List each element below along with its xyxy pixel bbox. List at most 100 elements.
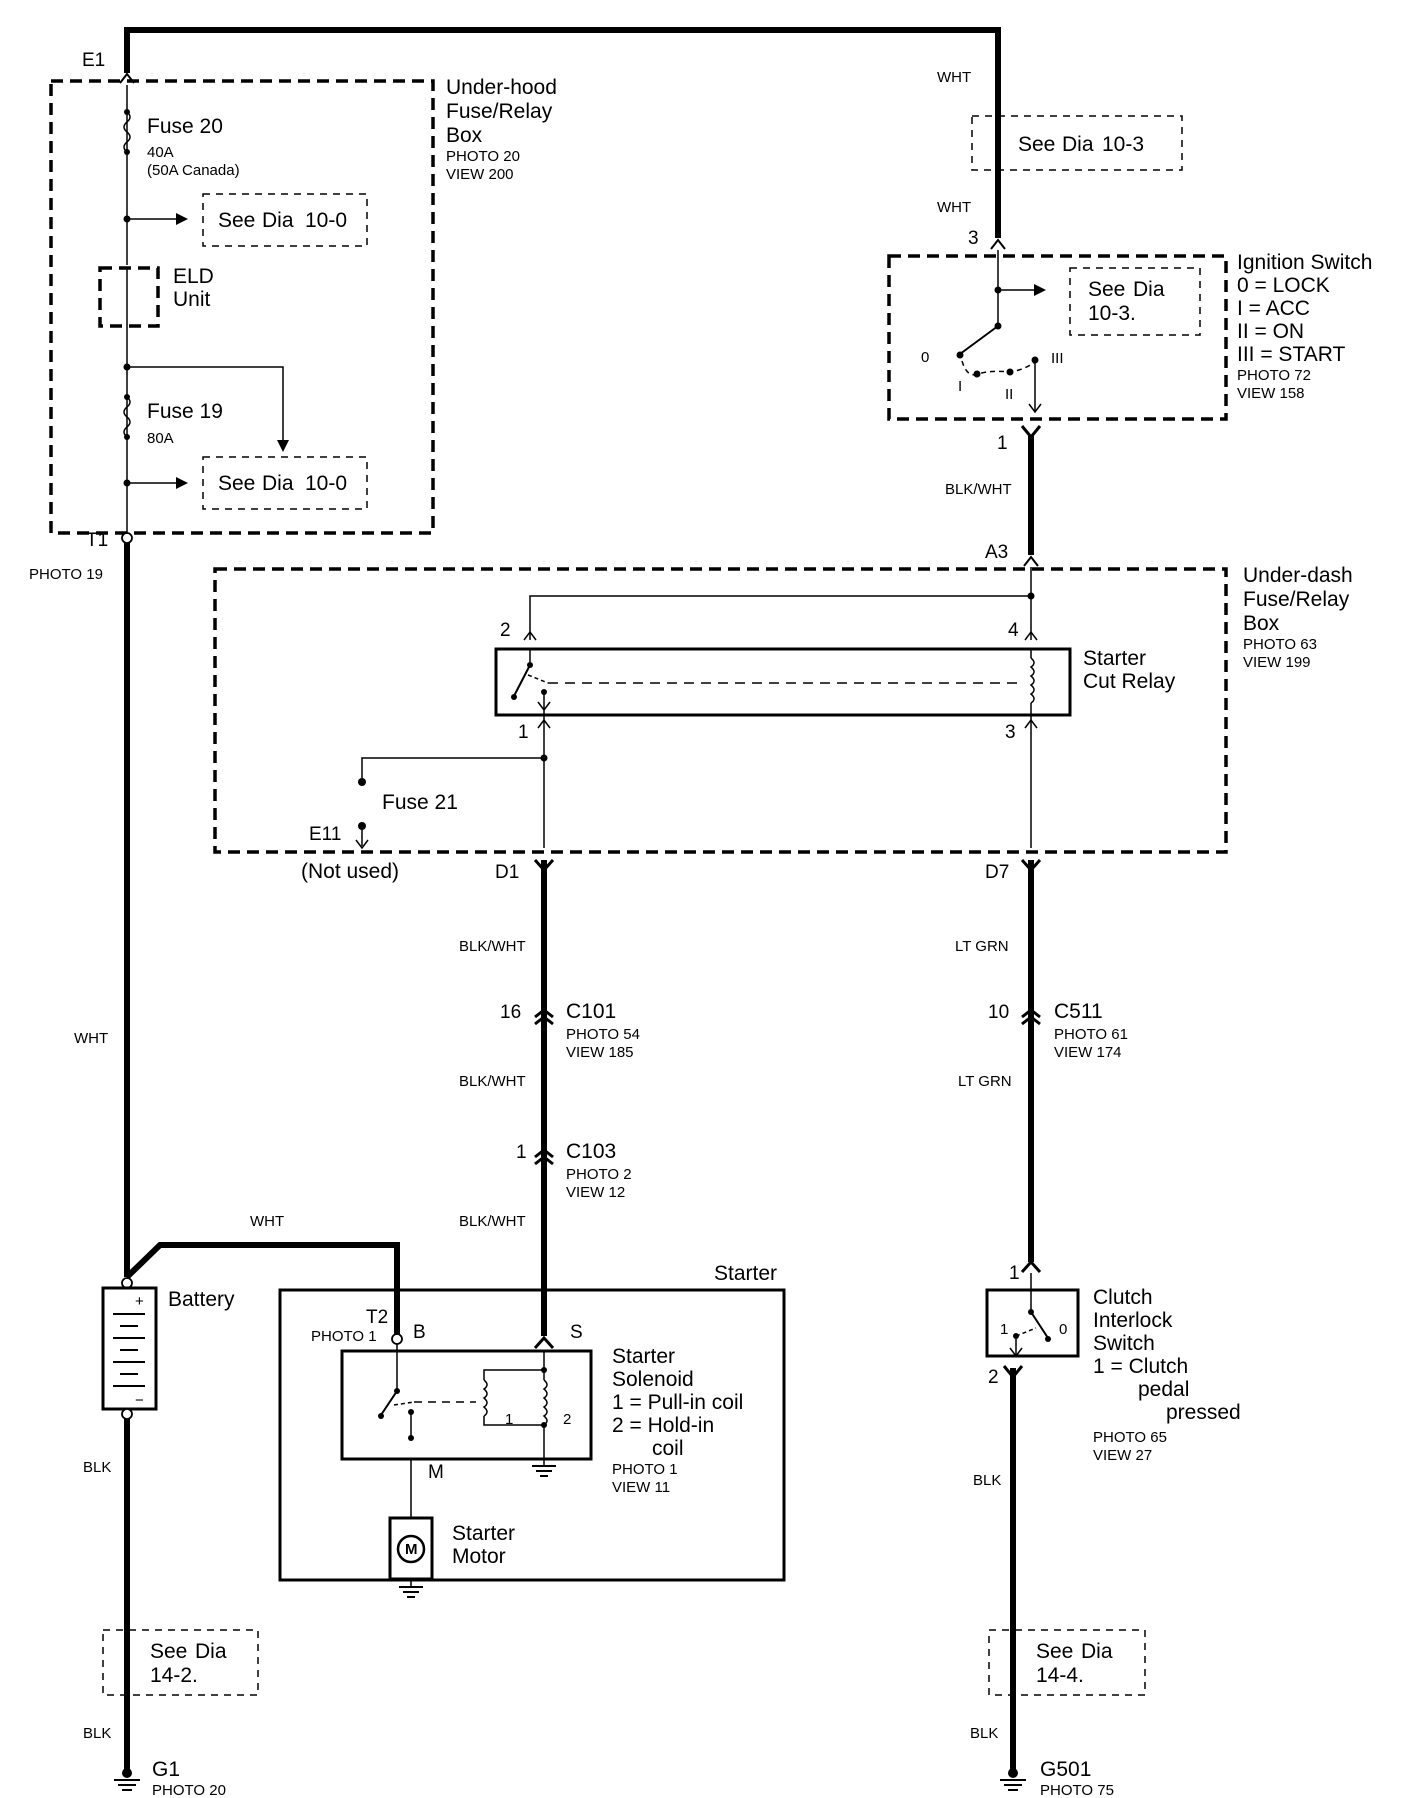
fuse-19-label: Fuse 19	[147, 400, 223, 423]
diagram-label: −	[135, 1392, 144, 1409]
diagram-label: pedal	[1138, 1378, 1189, 1401]
diagram-label: 0 = LOCK	[1237, 274, 1330, 297]
diagram-label: coil	[652, 1437, 684, 1460]
diagram-label: Dia	[262, 472, 294, 495]
diagram-label: 0	[1059, 1321, 1067, 1338]
diagram-label: PHOTO 72	[1237, 367, 1311, 384]
diagram-label: Interlock	[1093, 1309, 1173, 1332]
diagram-label: M	[428, 1462, 444, 1483]
diagram-label: Starter	[1083, 647, 1146, 670]
diagram-label: PHOTO 63	[1243, 636, 1317, 653]
diagram-label: Fuse/Relay	[1243, 588, 1350, 611]
diagram-label: 16	[500, 1002, 521, 1023]
diagram-label: VIEW 158	[1237, 385, 1305, 402]
wire-color-label: BLK/WHT	[945, 481, 1012, 498]
diagram-label: 1	[1009, 1263, 1020, 1284]
diagram-label: See	[150, 1640, 187, 1663]
diagram-label: +	[135, 1293, 144, 1310]
wire-color-label: BLK/WHT	[459, 938, 526, 955]
diagram-label: PHOTO 65	[1093, 1429, 1167, 1446]
diagram-label: Dia	[262, 209, 294, 232]
diagram-label: PHOTO 19	[29, 566, 103, 583]
diagram-label: pressed	[1166, 1401, 1241, 1424]
diagram-label: 3	[968, 228, 979, 249]
connector-e11: E11	[309, 824, 341, 845]
diagram-label: (Not used)	[301, 860, 399, 883]
connector-e1: E1	[82, 50, 105, 71]
diagram-label: PHOTO 75	[1040, 1782, 1114, 1798]
connector-a3: A3	[985, 542, 1008, 563]
diagram-label: 2	[988, 1367, 999, 1388]
diagram-label: 2	[500, 620, 511, 641]
see-dia-14-2[interactable]: See Dia 14-2.	[102, 1620, 259, 1705]
diagram-label: Cut Relay	[1083, 670, 1176, 693]
underhood-fuse-relay-box: Under-hood Fuse/Relay Box PHOTO 20 VIEW …	[29, 50, 557, 583]
diagram-label: Switch	[1093, 1332, 1155, 1355]
diagram-label: II	[1005, 386, 1013, 403]
wire-color-label: BLK/WHT	[459, 1213, 526, 1230]
diagram-label: C103	[566, 1140, 616, 1163]
diagram-label: II = ON	[1237, 320, 1304, 343]
wire-color-label: LT GRN	[955, 938, 1009, 955]
wire-color-label: BLK	[973, 1472, 1001, 1489]
ground-g1: G1 PHOTO 20	[114, 1758, 226, 1798]
diagram-label: VIEW 12	[566, 1184, 625, 1201]
see-dia-10-3-top[interactable]: See Dia 10-3	[971, 100, 1183, 190]
connector-d7: D7	[985, 862, 1009, 883]
diagram-label: C511	[1054, 1000, 1103, 1023]
wire-color-label: WHT	[937, 69, 971, 86]
diagram-label: 1 = Pull-in coil	[612, 1391, 743, 1414]
diagram-label: Dia	[195, 1640, 227, 1663]
diagram-label: 2	[563, 1411, 571, 1428]
diagram-label: ELD	[173, 265, 214, 288]
wire-color-label: WHT	[937, 199, 971, 216]
diagram-label: III = START	[1237, 343, 1346, 366]
diagram-label: 1	[1000, 1321, 1008, 1338]
diagram-label: VIEW 199	[1243, 654, 1311, 671]
diagram-label: Under-hood	[446, 76, 557, 99]
wire-color-label: BLK	[970, 1725, 998, 1742]
diagram-label: 0	[921, 349, 929, 366]
wire-color-label: BLK	[83, 1459, 111, 1476]
diagram-label: VIEW 185	[566, 1044, 634, 1061]
diagram-label: Dia	[1133, 278, 1165, 301]
fuse-21-label: Fuse 21	[382, 791, 458, 814]
diagram-label: Motor	[452, 1545, 506, 1568]
wire-color-label: BLK/WHT	[459, 1073, 526, 1090]
see-dia-14-4[interactable]: See Dia 14-4.	[988, 1620, 1146, 1705]
diagram-label: S	[570, 1322, 583, 1343]
diagram-label: VIEW 174	[1054, 1044, 1122, 1061]
diagram-label: See	[218, 472, 255, 495]
diagram-label: 40A	[147, 144, 174, 161]
diagram-label: Dia	[1062, 133, 1094, 156]
diagram-label: Box	[1243, 612, 1280, 635]
diagram-label: I	[958, 378, 962, 395]
diagram-label: Dia	[1081, 1640, 1113, 1663]
diagram-label: PHOTO 20	[446, 148, 520, 165]
diagram-label: PHOTO 61	[1054, 1026, 1128, 1043]
diagram-label: B	[413, 1322, 426, 1343]
diagram-label: See	[1036, 1640, 1073, 1663]
thick-wires	[124, 27, 1034, 1773]
connector-c101: 16 C101 PHOTO 54 VIEW 185	[500, 1000, 640, 1061]
wire-color-label: WHT	[74, 1030, 108, 1047]
fuse-20-label: Fuse 20	[147, 115, 223, 138]
ignition-switch: 3 0 I II III See Dia 10-3. Ignition Swit…	[887, 228, 1372, 454]
wire-color-label: BLK	[83, 1725, 111, 1742]
diagram-label: VIEW 200	[446, 166, 514, 183]
diagram-label: PHOTO 2	[566, 1166, 632, 1183]
underdash-fuse-relay-box: Under-dash Fuse/Relay Box PHOTO 63 VIEW …	[213, 542, 1353, 883]
clutch-interlock-switch: 1 1 0 2 Clutch Interlock Switch 1 = Clut…	[985, 1259, 1241, 1464]
diagram-label: Starter	[714, 1262, 777, 1285]
battery: + − Battery	[101, 1277, 235, 1420]
diagram-label: PHOTO 54	[566, 1026, 640, 1043]
diagram-label: See	[1018, 133, 1055, 156]
ground-g501: G501 PHOTO 75	[1000, 1758, 1114, 1798]
diagram-label: Battery	[168, 1288, 235, 1311]
diagram-label: 1	[505, 1411, 513, 1428]
connector-t1: T1	[86, 530, 108, 551]
diagram-label: 1 = Clutch	[1093, 1355, 1188, 1378]
diagram-label: 4	[1008, 620, 1019, 641]
diagram-label: 1	[518, 722, 529, 743]
connector-d1: D1	[495, 862, 519, 883]
